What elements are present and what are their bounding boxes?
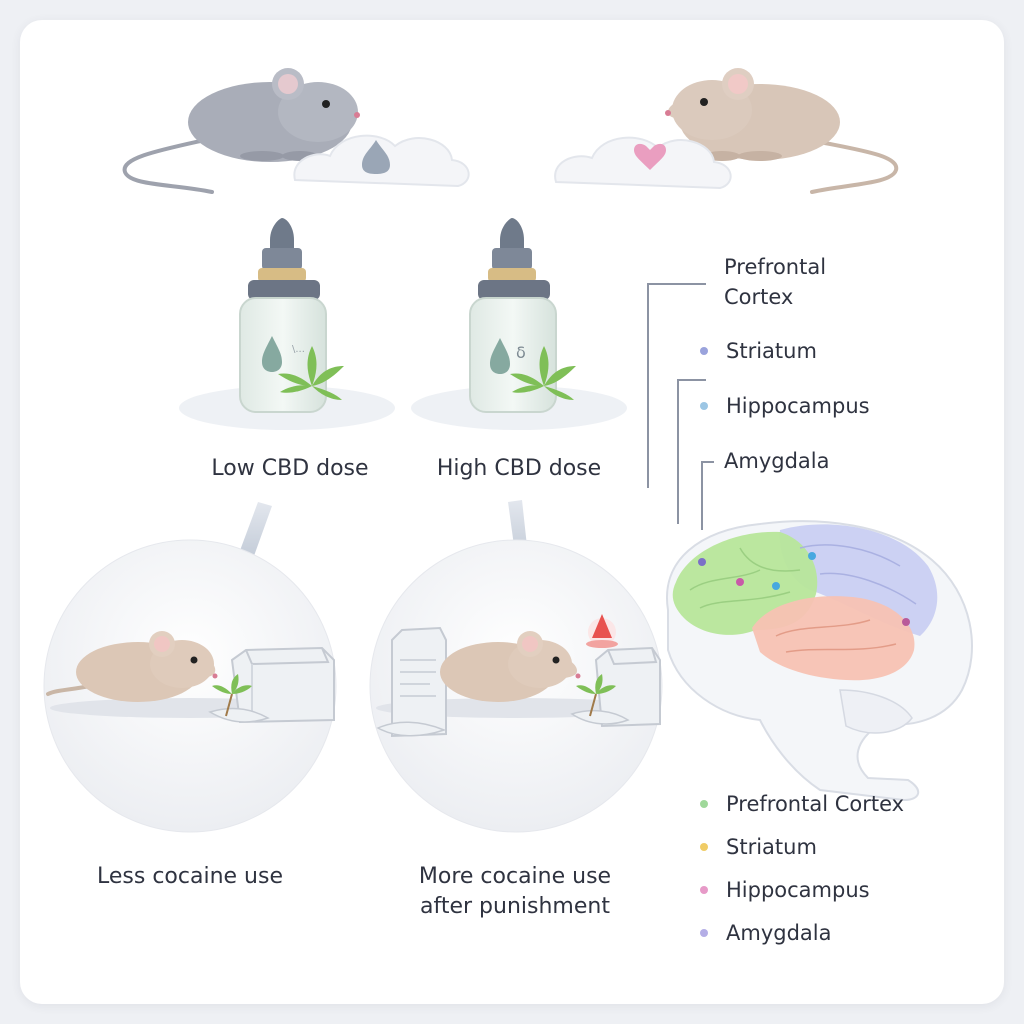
- high-dose-outcome-line1: More cocaine use: [418, 864, 612, 889]
- top-legend-prefrontal-line2: Cortex: [724, 285, 794, 309]
- low-dose-bottle: \...: [179, 218, 395, 430]
- striatum-dot-bottom: [700, 843, 708, 851]
- prefrontal-dot: [700, 800, 708, 808]
- bottom-legend-amygdala-label: Amygdala: [726, 921, 832, 945]
- high-dose-outcome-line2: after punishment: [420, 894, 610, 919]
- low-dose-label: Low CBD dose: [211, 456, 369, 481]
- top-legend-amygdala: Amygdala: [724, 449, 830, 473]
- low-bottle-text: \...: [292, 344, 305, 355]
- bottom-legend-striatum-label: Striatum: [726, 835, 817, 859]
- brain-illustration: [665, 520, 973, 802]
- bottom-legend-prefrontal-label: Prefrontal Cortex: [726, 792, 905, 816]
- high-bottle-text: δ: [516, 343, 526, 362]
- hippocampus-dot: [700, 402, 708, 410]
- top-legend-striatum-label: Striatum: [726, 339, 817, 363]
- connector-lines: [647, 283, 714, 530]
- low-dose-outcome: Less cocaine use: [97, 864, 283, 889]
- high-dose-bottle: δ: [411, 218, 627, 430]
- low-dose-scene: [43, 539, 337, 833]
- hippocampus-dot-bottom: [700, 886, 708, 894]
- amygdala-dot-bottom: [700, 929, 708, 937]
- bottom-legend-hippocampus-label: Hippocampus: [726, 878, 870, 902]
- temporal-region: [752, 596, 915, 681]
- high-dose-label: High CBD dose: [436, 456, 602, 481]
- high-dose-scene: [369, 539, 663, 833]
- striatum-dot: [700, 347, 708, 355]
- left-cloud: [293, 134, 470, 188]
- top-legend-hippocampus-label: Hippocampus: [726, 394, 870, 418]
- parietal-region: [779, 524, 938, 636]
- grey-mouse: [122, 68, 360, 194]
- top-legend-prefrontal-line1: Prefrontal: [724, 255, 827, 279]
- right-cloud: [554, 136, 732, 190]
